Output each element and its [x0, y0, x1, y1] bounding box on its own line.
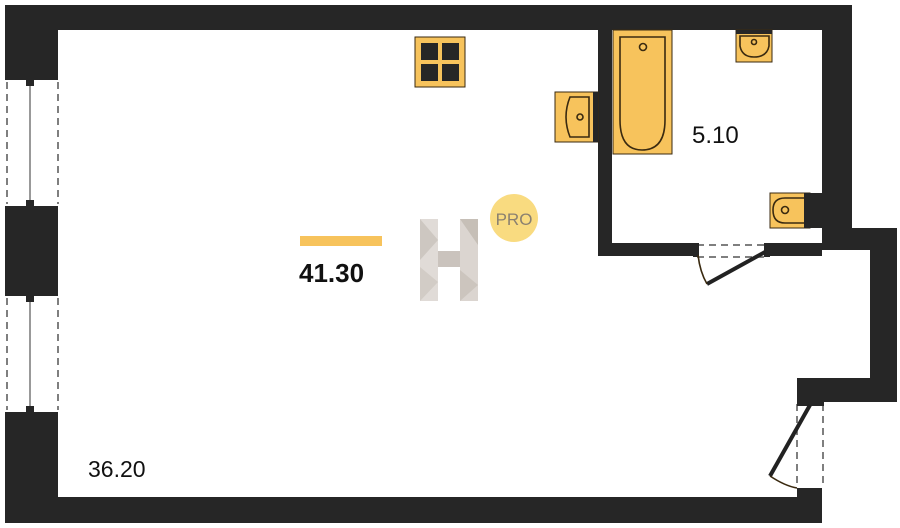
bathroom-door[interactable]	[693, 243, 770, 286]
bathroom-sink-icon	[735, 29, 773, 63]
pro-badge	[490, 194, 538, 242]
total-area-bar	[300, 236, 382, 246]
sink-icon	[554, 91, 599, 143]
walls	[5, 5, 897, 523]
window-lower	[6, 296, 59, 412]
window-upper	[6, 80, 59, 206]
bathtub-icon	[612, 29, 673, 155]
bathroom-area-label: 5.10	[692, 122, 739, 149]
pro-badge-label: PRO	[496, 210, 533, 229]
total-area-label: 41.30	[299, 258, 364, 288]
entrance-door[interactable]	[768, 401, 824, 489]
stove-icon	[414, 36, 466, 88]
living-room-area-label: 36.20	[88, 456, 146, 482]
toilet-icon	[769, 192, 822, 229]
logo-h-icon	[420, 219, 478, 301]
